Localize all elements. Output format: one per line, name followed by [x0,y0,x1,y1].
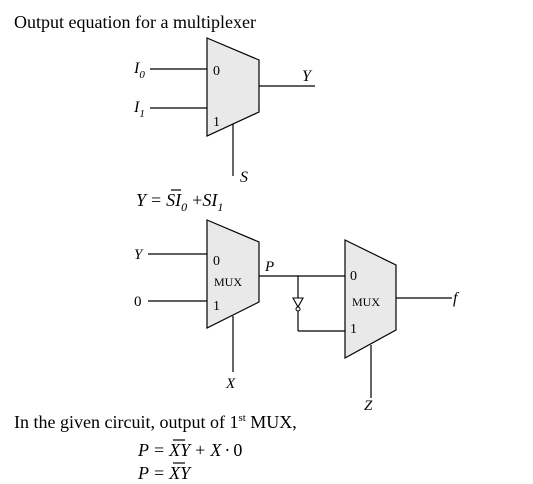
mux-a: Y 0 0 MUX 1 X P [134,219,274,392]
solution-line-2-text: P=XY [137,463,192,483]
equation-text: Y=SI0+SI1 [136,190,223,214]
mux-a-in0-label: Y [134,247,144,263]
solution-line-2: P=XY [137,462,192,483]
mux-top-port1: 1 [213,115,220,130]
inverter-bubble [295,306,301,312]
mux-top-select-label: S [240,169,248,186]
equation-mux: Y=SI0+SI1 [136,189,223,214]
heading: Output equation for a multiplexer [14,12,256,32]
mux-b-port1: 1 [350,322,357,337]
mux-b-select-label: Z [364,398,373,414]
solution-line-1: P=XY+X·0 [137,439,242,460]
mux-top-in1-label: I1 [133,99,145,120]
mux-top-output-label: Y [302,68,313,85]
mux-b: 0 MUX 1 f Z [344,239,460,414]
solution-line-1-text: P=XY+X·0 [137,440,242,460]
mux-a-in1-label: 0 [134,294,142,310]
mux-top-port0: 0 [213,64,220,79]
p-net [259,275,345,332]
mux-a-port0: 0 [213,254,220,269]
mux-b-body [344,239,397,360]
mux-a-select-label: X [225,376,236,392]
mux-b-output-label: f [453,290,460,307]
mux-top-body [206,37,260,137]
mux-a-name: MUX [214,275,242,289]
mux-b-port0: 0 [350,269,357,284]
inverter-triangle [292,297,304,309]
mux-b-name: MUX [352,295,380,309]
mux-top-in0-label: I0 [133,60,145,81]
mux-a-body [206,219,260,329]
mux-a-output-label: P [264,259,274,275]
mux-a-port1: 1 [213,299,220,314]
solution-intro: In the given circuit, output of 1st MUX, [14,412,297,432]
mux-top: I0 I1 0 1 Y S [133,37,315,186]
